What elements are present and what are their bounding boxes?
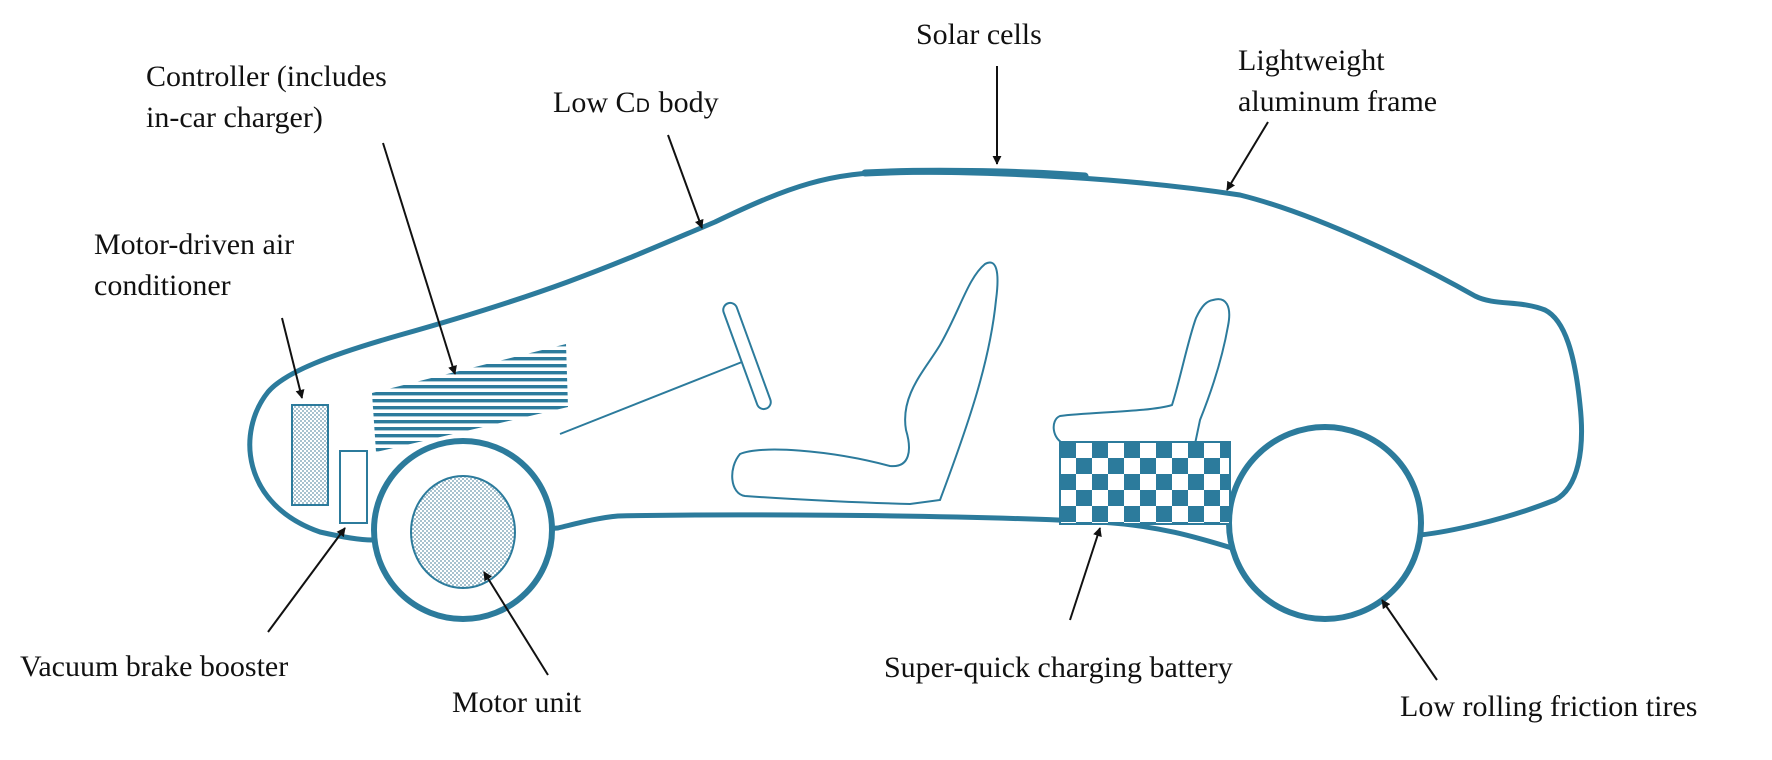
controller-box xyxy=(372,344,568,452)
label-low-cd-suffix: body xyxy=(651,86,719,119)
label-battery: Super-quick charging battery xyxy=(884,651,1233,684)
label-air-conditioner-line2: conditioner xyxy=(94,269,231,302)
rear-wheel xyxy=(1226,424,1424,622)
arrow-controller xyxy=(382,142,457,375)
battery-box xyxy=(1059,441,1231,525)
arrow-air-conditioner xyxy=(281,317,305,399)
label-aluminum-frame-line1: Lightweight xyxy=(1238,44,1385,77)
arrow-vacuum-brake-booster xyxy=(267,527,346,633)
solar-cells-panel xyxy=(861,167,1089,180)
arrow-aluminum-frame xyxy=(1226,121,1269,191)
label-solar-cells: Solar cells xyxy=(916,18,1042,51)
steering-wheel xyxy=(722,301,772,411)
label-air-conditioner-line1: Motor-driven air xyxy=(94,228,295,261)
label-air-conditioner: Motor-driven air conditioner xyxy=(94,224,294,306)
rear-seat xyxy=(1052,298,1231,445)
arrow-low-cd-body xyxy=(667,134,704,229)
motor-unit xyxy=(410,475,516,589)
arrow-tires xyxy=(1381,599,1438,681)
front-seat xyxy=(731,261,999,506)
car-body-outline xyxy=(247,169,1585,558)
label-low-cd-body: Low CD body xyxy=(553,82,719,127)
label-controller: Controller (includes in-car charger) xyxy=(146,56,387,138)
steering-column xyxy=(559,359,748,435)
label-controller-line2: in-car charger) xyxy=(146,101,323,134)
label-motor-unit: Motor unit xyxy=(452,686,582,719)
label-controller-line1: Controller (includes xyxy=(146,60,387,93)
label-tires: Low rolling friction tires xyxy=(1400,690,1698,723)
arrow-motor-unit xyxy=(483,571,549,676)
air-conditioner-box xyxy=(291,404,329,506)
label-vacuum-brake-booster: Vacuum brake booster xyxy=(20,650,289,683)
vacuum-brake-booster-box xyxy=(339,450,368,524)
label-aluminum-frame: Lightweight aluminum frame xyxy=(1238,40,1437,122)
arrow-battery xyxy=(1069,527,1102,621)
label-low-cd-subscript: D xyxy=(635,95,652,117)
label-low-cd-prefix: Low C xyxy=(553,86,636,119)
label-aluminum-frame-line2: aluminum frame xyxy=(1238,85,1438,118)
